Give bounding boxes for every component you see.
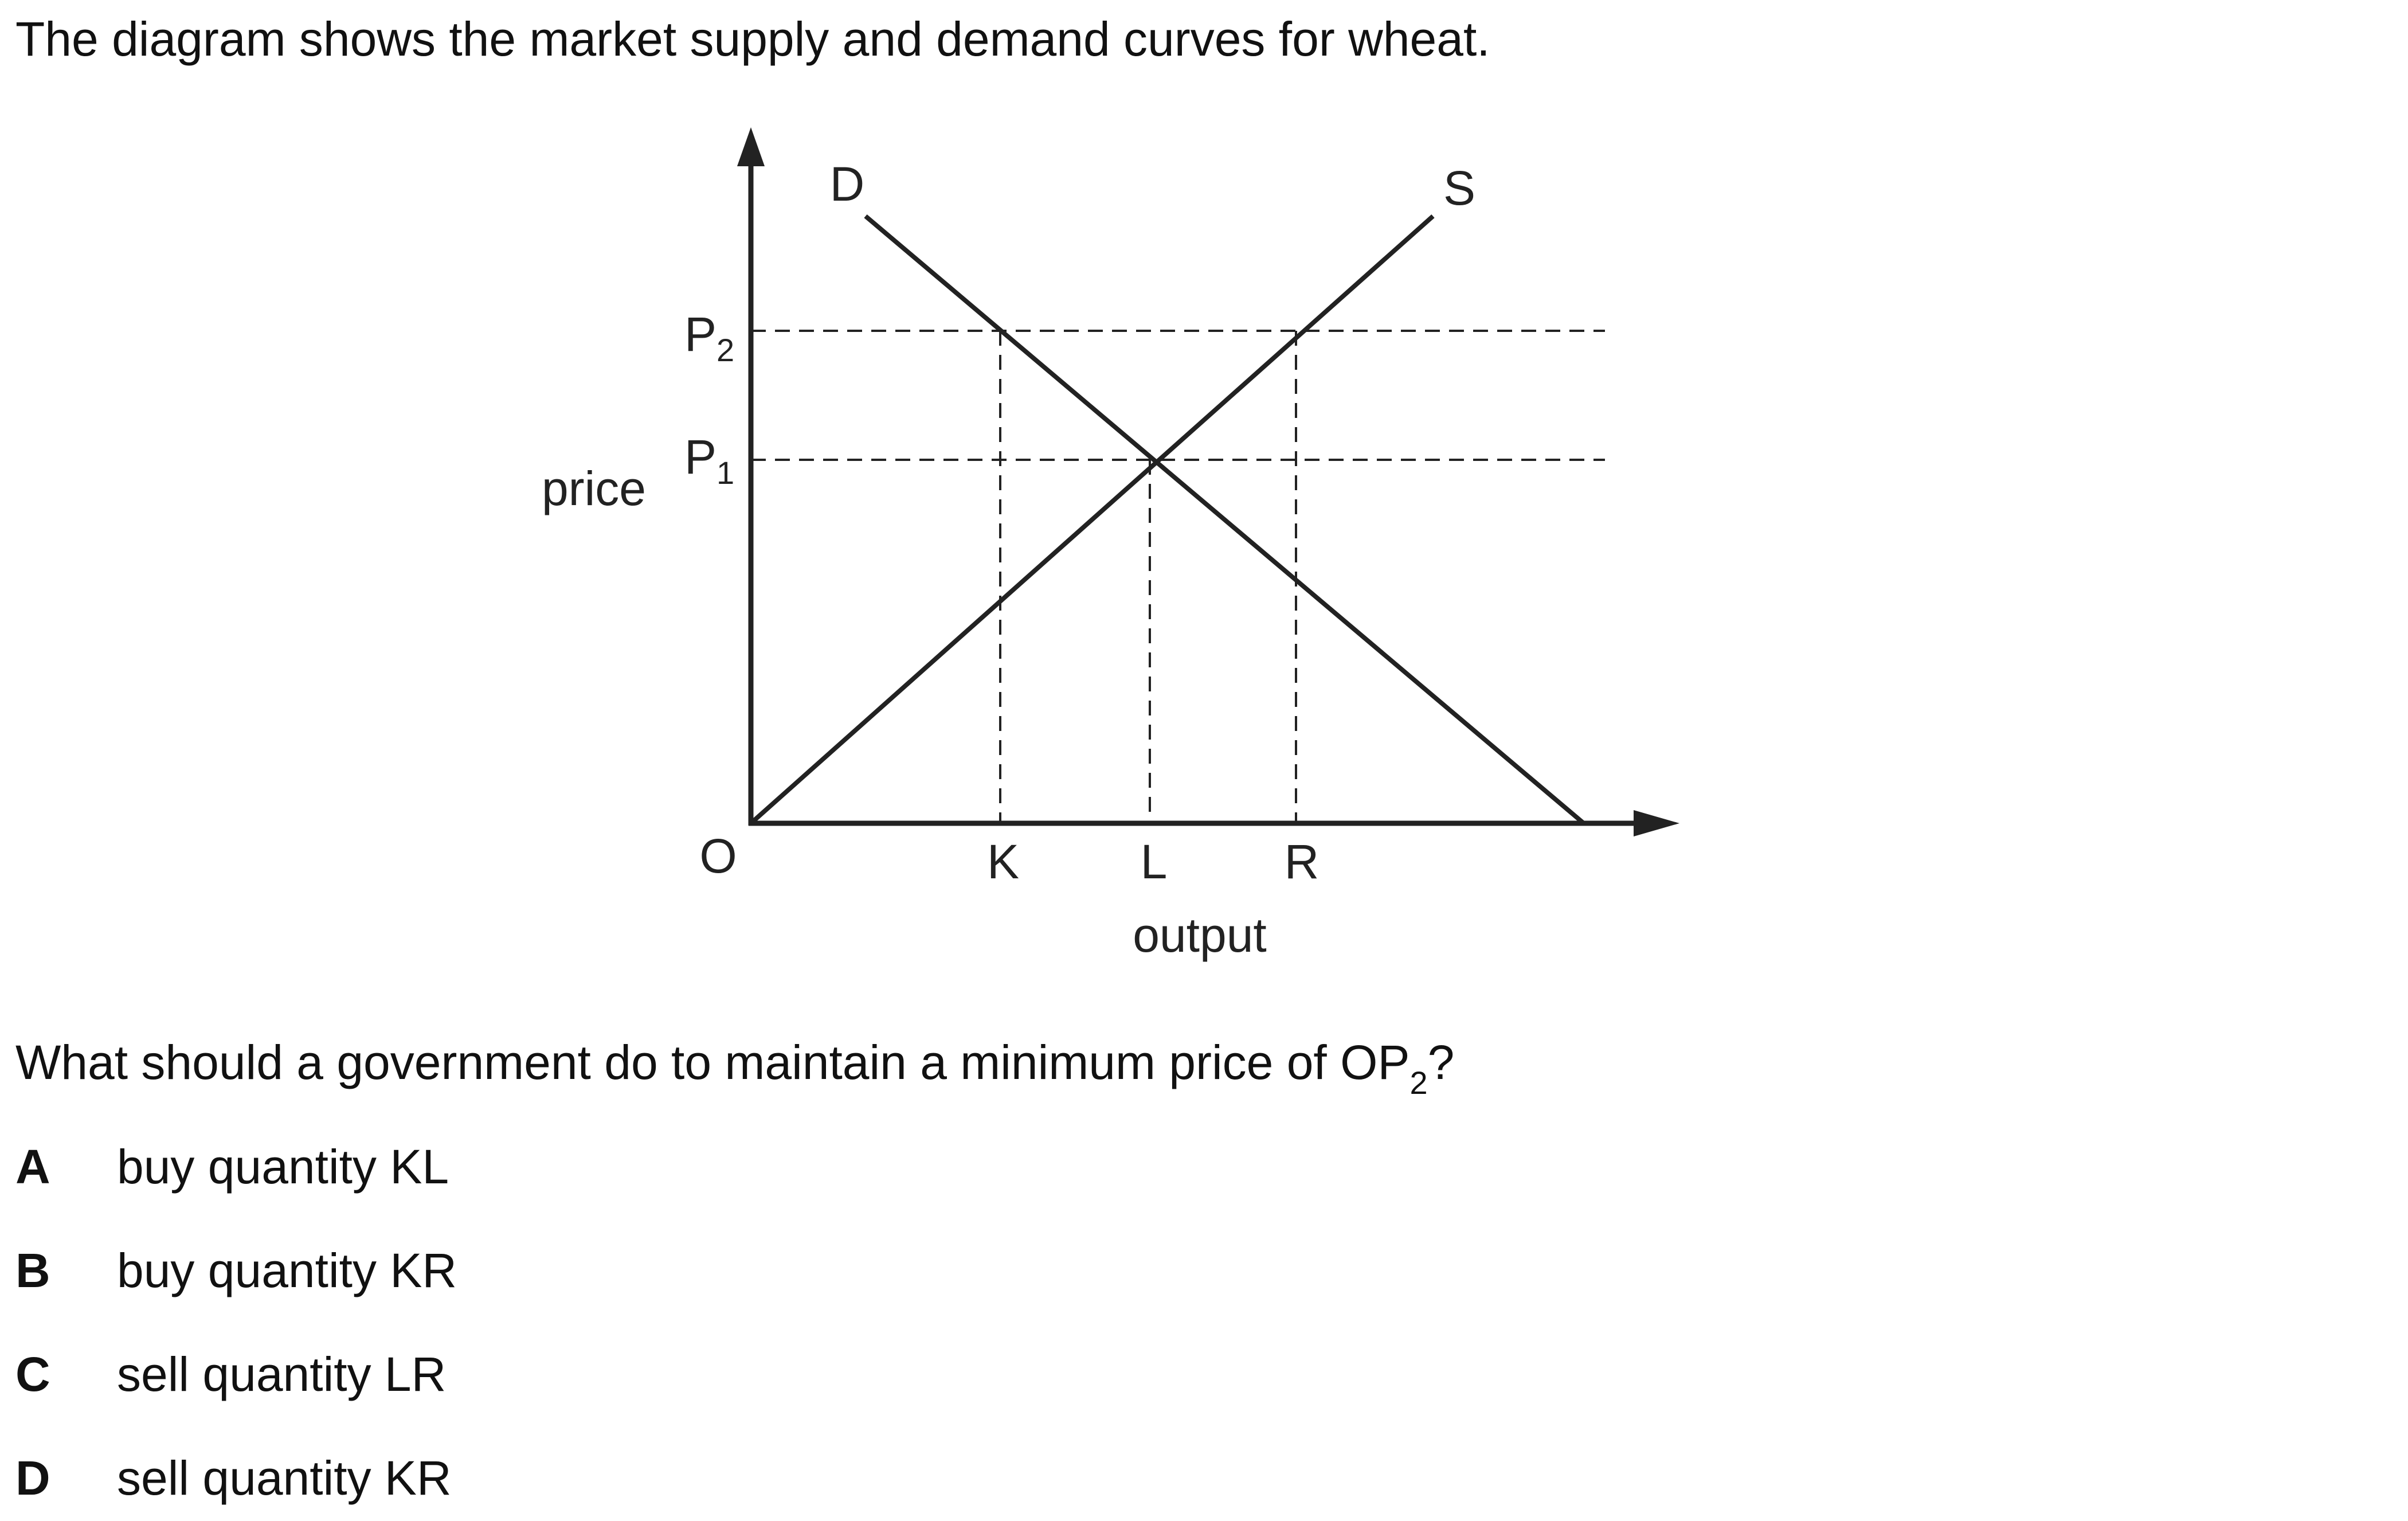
demand-label: D <box>830 157 865 211</box>
x-axis-label: output <box>1133 908 1267 962</box>
question-text: What should a government do to maintain … <box>15 1028 1454 1102</box>
x-axis-arrowhead <box>1634 810 1679 836</box>
price-label-p2-main: P <box>684 307 716 361</box>
option-text: buy quantity KR <box>117 1244 457 1297</box>
option-text: buy quantity KL <box>117 1140 449 1194</box>
supply-curve <box>749 214 1435 825</box>
option-text: sell quantity KR <box>117 1451 452 1505</box>
intro-text: The diagram shows the market supply and … <box>15 12 1490 66</box>
option-letter: C <box>15 1347 50 1401</box>
option-b[interactable]: B buy quantity KR <box>0 1236 802 1305</box>
option-letter: A <box>15 1140 50 1194</box>
option-letter: D <box>15 1451 50 1505</box>
supply-label: S <box>1443 161 1475 215</box>
quantity-label-k: K <box>987 835 1019 889</box>
demand-curve <box>864 214 1585 826</box>
question-subscript: 2 <box>1409 1065 1428 1101</box>
option-a[interactable]: A buy quantity KL <box>0 1132 802 1201</box>
y-axis-arrowhead <box>737 127 765 166</box>
question-text-end: ? <box>1427 1035 1455 1089</box>
price-label-p2: P2 <box>684 307 734 368</box>
quantity-label-r: R <box>1285 835 1319 889</box>
quantity-label-l: L <box>1141 835 1168 889</box>
y-axis-label: price <box>542 462 646 515</box>
option-d[interactable]: D sell quantity KR <box>0 1444 802 1512</box>
option-text: sell quantity LR <box>117 1347 447 1401</box>
price-label-p1-sub: 1 <box>716 455 734 491</box>
origin-label: O <box>699 829 737 883</box>
price-label-p2-sub: 2 <box>716 332 734 368</box>
option-c[interactable]: C sell quantity LR <box>0 1340 802 1409</box>
question-text-main: What should a government do to maintain … <box>15 1035 1410 1089</box>
price-label-p1-main: P <box>684 430 716 484</box>
option-letter: B <box>15 1244 50 1297</box>
price-label-p1: P1 <box>684 430 734 491</box>
